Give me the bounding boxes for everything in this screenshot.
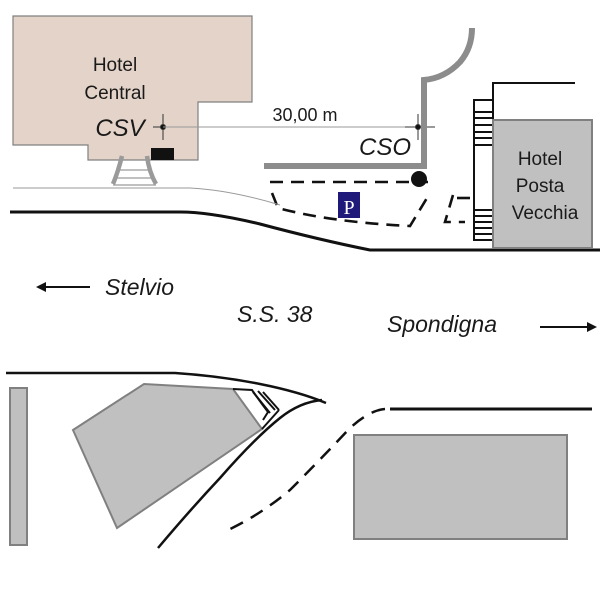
hotel-central-building: Hotel Central CSV — [12, 15, 253, 161]
parking-area-outline — [270, 180, 472, 228]
hotel-central-label-line2: Central — [84, 83, 145, 104]
hotel-central-shape — [12, 15, 253, 161]
hotel-posta-vecchia-label-line1: Hotel — [518, 149, 562, 170]
hotel-posta-vecchia-shape — [492, 119, 593, 249]
cso-crosshair-icon — [405, 114, 435, 140]
csv-sign-block — [151, 148, 174, 160]
hotel-posta-vecchia-building: Hotel Posta Vecchia — [492, 119, 593, 249]
cso-point-dot — [411, 171, 427, 187]
south-building-right — [353, 434, 568, 540]
parking-sign-icon: P — [338, 192, 360, 219]
gray-wall — [264, 27, 475, 169]
road-curve-edge — [157, 398, 323, 549]
hotel-central-label-line1: Hotel — [93, 55, 137, 76]
direction-spondigna-label: Spondigna — [387, 311, 497, 337]
hotel-central-entrance-steps — [110, 155, 158, 186]
road-edge-thin — [13, 187, 281, 206]
hotel-posta-vecchia-stairs — [473, 82, 575, 241]
road-north-edge — [10, 210, 600, 252]
hotel-posta-vecchia-label-line3: Vecchia — [512, 203, 579, 224]
direction-stelvio-label: Stelvio — [105, 274, 174, 300]
hotel-posta-vecchia-label-line2: Posta — [516, 176, 565, 197]
south-building-stairs — [232, 388, 280, 430]
measurement-distance-label: 30,00 m — [272, 105, 337, 125]
csv-marker-label: CSV — [95, 115, 146, 142]
south-building-pentagon — [71, 382, 264, 530]
parking-sign-glyph: P — [343, 197, 354, 219]
road-south-edge — [6, 371, 327, 405]
cso-marker-label: CSO — [359, 134, 411, 161]
south-building-left — [9, 387, 28, 546]
road-name-label: S.S. 38 — [237, 301, 313, 327]
road-curve-dashed — [227, 407, 386, 532]
